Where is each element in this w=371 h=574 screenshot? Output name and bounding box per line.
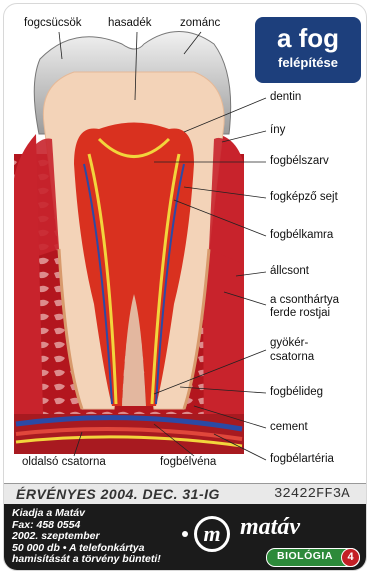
matav-logo-icon: m	[194, 516, 230, 552]
footer: Kiadja a Matáv Fax: 458 0554 2002. szept…	[4, 504, 366, 570]
label-jawbone: állcsont	[270, 265, 309, 277]
title-main: a fog	[255, 23, 361, 53]
label-gum: íny	[270, 124, 285, 136]
series-badge: BIOLÓGIA 4	[266, 548, 360, 567]
validity-bar: ÉRVÉNYES 2004. DEC. 31-IG 32422FF3A	[4, 483, 366, 505]
label-pulp-horn: fogbélszarv	[270, 155, 329, 167]
label-periosteum-1: a csonthártya	[270, 294, 339, 306]
label-pulp-vein: fogbélvéna	[160, 456, 216, 468]
label-lateral-canal: oldalsó csatorna	[22, 456, 106, 468]
label-cement: cement	[270, 421, 308, 433]
title-box: a fog felépítése	[255, 17, 361, 83]
label-pulp-artery: fogbélartéria	[270, 453, 334, 465]
label-periosteum-2: ferde rostjai	[270, 307, 330, 319]
label-odontoblast: fogképző sejt	[270, 191, 338, 203]
label-cusp: fogcsücsök	[24, 17, 82, 29]
logo-dot	[182, 531, 188, 537]
series-number: 4	[341, 548, 360, 567]
label-enamel: zománc	[180, 17, 220, 29]
publisher-line: Kiadja a Matáv	[12, 508, 161, 520]
label-root-canal-2: csatorna	[270, 351, 314, 363]
series-name: BIOLÓGIA	[277, 550, 333, 562]
title-sub: felépítése	[255, 55, 361, 71]
brand-name: matáv	[240, 514, 300, 541]
label-fissure: hasadék	[108, 17, 151, 29]
label-root-canal-1: gyökér-	[270, 337, 308, 349]
label-pulp-chamber: fogbélkamra	[270, 229, 333, 241]
label-pulp-nerve: fogbélideg	[270, 386, 323, 398]
validity-text: ÉRVÉNYES 2004. DEC. 31-IG	[16, 486, 220, 502]
phone-card: a fog felépítése fogcsücsök hasadék zomá…	[3, 3, 367, 571]
publisher-info: Kiadja a Matáv Fax: 458 0554 2002. szept…	[12, 508, 161, 566]
serial-number: 32422FF3A	[274, 486, 350, 502]
label-dentin: dentin	[270, 91, 301, 103]
publisher-line: hamisítását a törvény bünteti!	[12, 554, 161, 566]
